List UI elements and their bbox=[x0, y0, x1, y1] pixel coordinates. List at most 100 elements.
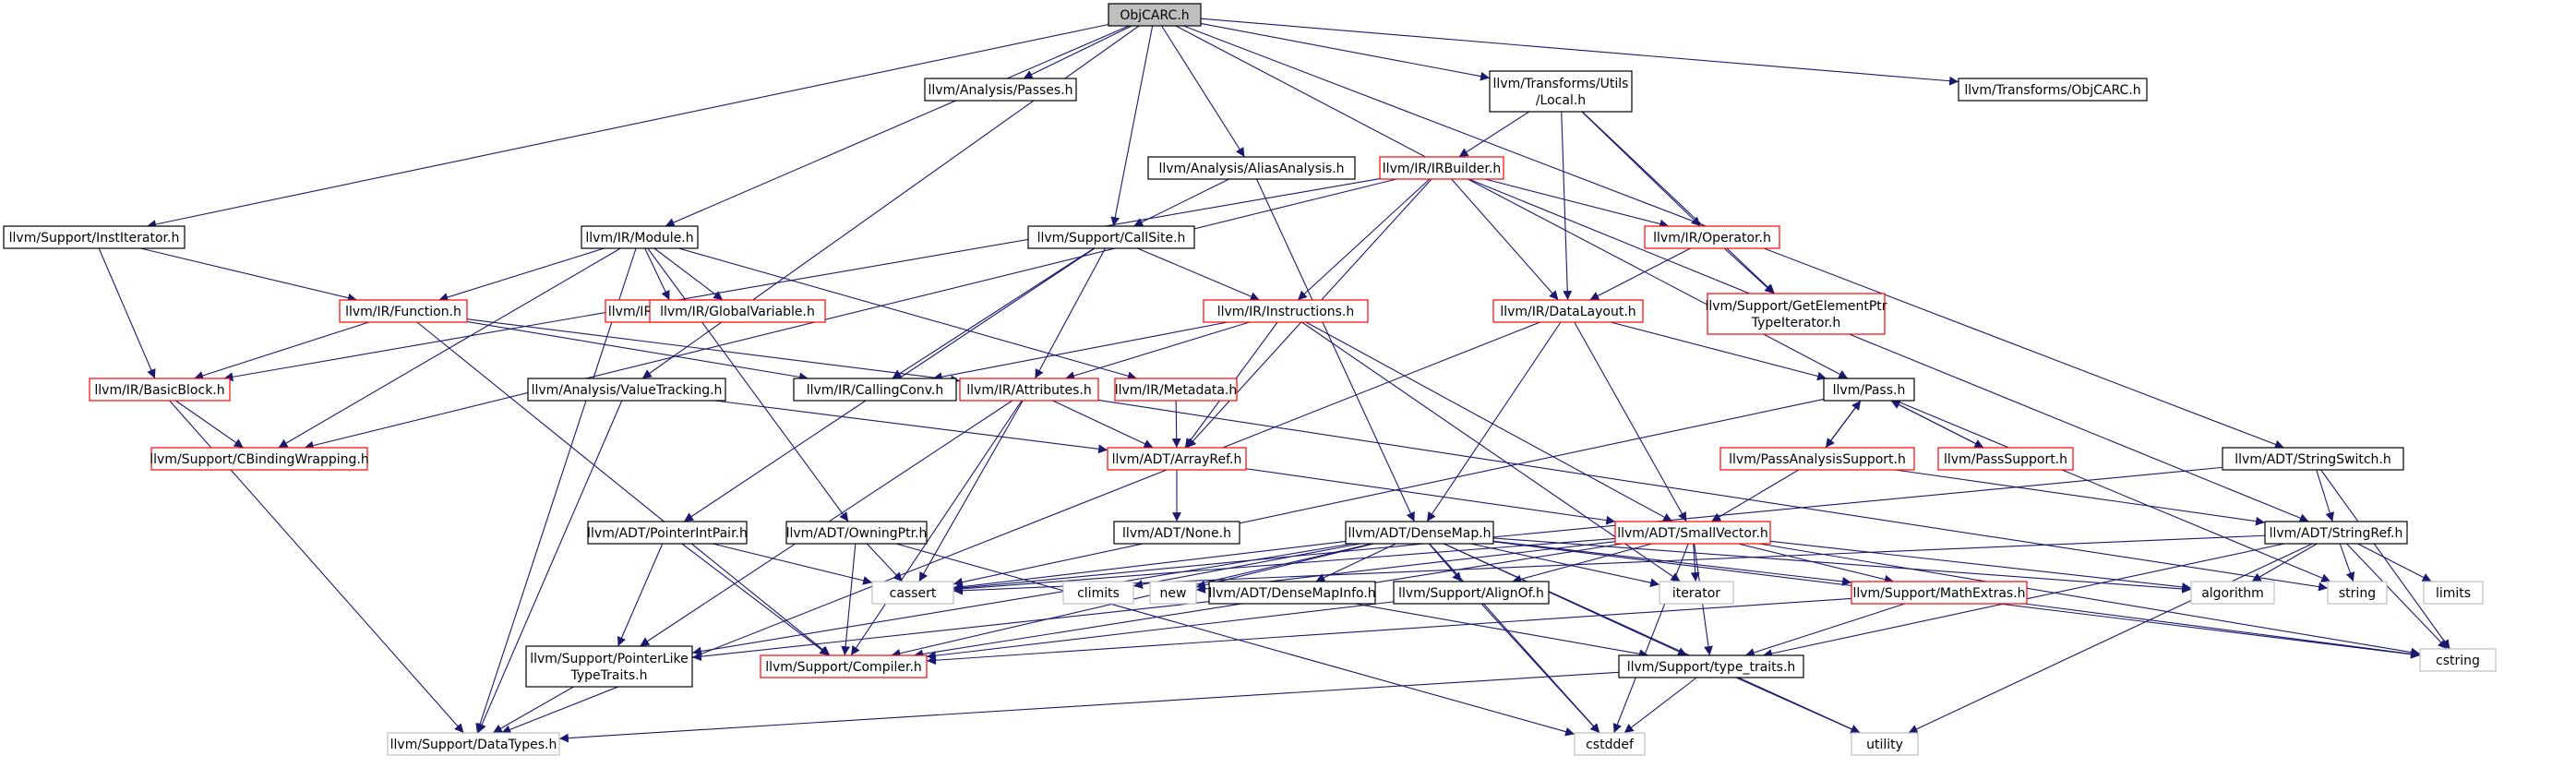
node-densemap[interactable]: llvm/ADT/DenseMap.h bbox=[1345, 521, 1494, 545]
node-string: string bbox=[2327, 581, 2388, 605]
node-compiler[interactable]: llvm/Support/Compiler.h bbox=[760, 654, 928, 678]
node-cstddef: cstddef bbox=[1574, 732, 1646, 756]
node-label: llvm/Support/PointerLike bbox=[530, 652, 689, 666]
node-attributes[interactable]: llvm/IR/Attributes.h bbox=[959, 378, 1099, 402]
node-label: llvm/ADT/SmallVector.h bbox=[1617, 526, 1768, 541]
node-label: llvm/PassSupport.h bbox=[1944, 452, 2067, 467]
node-gvar[interactable]: llvm/IR/GlobalVariable.h bbox=[649, 299, 826, 323]
node-none[interactable]: llvm/ADT/None.h bbox=[1113, 521, 1240, 545]
node-box bbox=[1062, 581, 1134, 605]
node-box bbox=[1823, 378, 1915, 402]
node-label: llvm/ADT/StringSwitch.h bbox=[2235, 452, 2390, 467]
edge-instructions-to-attributes bbox=[1065, 321, 1250, 380]
node-datalayout[interactable]: llvm/IR/DataLayout.h bbox=[1492, 299, 1644, 323]
edge-local-to-gepti bbox=[1581, 111, 1776, 294]
node-label: llvm/Support/CBindingWrapping.h bbox=[150, 452, 368, 467]
node-irbuilder[interactable]: llvm/IR/IRBuilder.h bbox=[1379, 156, 1504, 180]
node-callingconv[interactable]: llvm/IR/CallingConv.h bbox=[793, 378, 957, 402]
node-label: llvm/IR/CallingConv.h bbox=[807, 383, 944, 398]
node-label: llvm/IR/Attributes.h bbox=[966, 383, 1091, 398]
edge-irbuilder-to-bb bbox=[223, 178, 1381, 382]
edge-stringref-to-string bbox=[2339, 543, 2355, 582]
node-box bbox=[649, 299, 826, 323]
node-box bbox=[959, 378, 1099, 402]
node-passsupport[interactable]: llvm/PassSupport.h bbox=[1937, 447, 2074, 471]
node-dmi[interactable]: llvm/ADT/DenseMapInfo.h bbox=[1208, 581, 1376, 605]
edge-attributes-to-compiler bbox=[850, 400, 1023, 656]
node-box bbox=[525, 645, 693, 688]
edge-pip-to-pltt bbox=[617, 543, 664, 647]
node-aa[interactable]: llvm/Analysis/AliasAnalysis.h bbox=[1147, 156, 1356, 180]
node-stringswitch[interactable]: llvm/ADT/StringSwitch.h bbox=[2222, 447, 2404, 471]
edge-pass-to-cassert bbox=[953, 398, 1825, 587]
nodes-layer: ObjCARC.h llvm/Analysis/Passes.h llvm/Tran… bbox=[3, 3, 2497, 756]
edge-instructions-to-callingconv bbox=[932, 321, 1228, 382]
edge-local-to-datalayout bbox=[1561, 111, 1573, 301]
edge-smallvector-to-algorithm bbox=[1769, 540, 2192, 592]
node-box bbox=[1147, 156, 1356, 180]
node-box bbox=[2423, 581, 2484, 605]
edge-densemap-to-mathextras bbox=[1492, 540, 1852, 586]
node-passes[interactable]: llvm/Analysis/Passes.h bbox=[924, 78, 1077, 102]
node-label: llvm/ADT/StringRef.h bbox=[2270, 526, 2403, 541]
node-typetraits[interactable]: llvm/Support/type_traits.h bbox=[1618, 654, 1804, 678]
edge-stringswitch-to-cassert bbox=[953, 466, 2223, 593]
node-label: llvm/PassAnalysisSupport.h bbox=[1729, 452, 1906, 467]
edge-function-to-attributes bbox=[466, 318, 961, 385]
edge-operator-to-gepti bbox=[1723, 247, 1775, 294]
node-objcarc[interactable]: ObjCARC.h bbox=[1108, 3, 1202, 27]
node-box bbox=[1208, 581, 1376, 605]
edge-metadata-to-arrayref bbox=[1171, 400, 1181, 449]
node-label: utility bbox=[1866, 738, 1903, 752]
edge-callsite-to-callingconv bbox=[892, 247, 1095, 379]
edge-module-to-datatypes bbox=[475, 247, 637, 734]
node-box bbox=[1114, 378, 1238, 402]
node-tobjcarc[interactable]: llvm/Transforms/ObjCARC.h bbox=[1958, 78, 2148, 102]
node-label: llvm/IR/IRBuilder.h bbox=[1383, 162, 1501, 176]
edge-datalayout-to-pass bbox=[1610, 321, 1827, 381]
edge-pas-to-smallvector bbox=[1710, 469, 1800, 522]
node-owningptr[interactable]: llvm/ADT/OwningPtr.h bbox=[785, 521, 928, 545]
node-box bbox=[1203, 299, 1369, 323]
node-arrayref[interactable]: llvm/ADT/ArrayRef.h bbox=[1107, 447, 1247, 471]
node-stringref[interactable]: llvm/ADT/StringRef.h bbox=[2264, 521, 2408, 545]
node-alignof[interactable]: llvm/Support/AlignOf.h bbox=[1393, 581, 1550, 605]
node-valuetracking[interactable]: llvm/Analysis/ValueTracking.h bbox=[527, 378, 726, 402]
node-pas[interactable]: llvm/PassAnalysisSupport.h bbox=[1719, 447, 1915, 471]
node-pass[interactable]: llvm/Pass.h bbox=[1823, 378, 1915, 402]
node-metadata[interactable]: llvm/IR/Metadata.h bbox=[1114, 378, 1238, 402]
node-box bbox=[1618, 654, 1804, 678]
node-instructions[interactable]: llvm/IR/Instructions.h bbox=[1203, 299, 1369, 323]
node-box bbox=[1027, 225, 1195, 249]
node-smallvector[interactable]: llvm/ADT/SmallVector.h bbox=[1614, 521, 1771, 545]
edge-module-to-owningptr bbox=[647, 247, 849, 522]
node-box bbox=[1108, 3, 1202, 27]
edge-dmi-to-pltt bbox=[691, 601, 1210, 662]
node-label: llvm/Transforms/ObjCARC.h bbox=[1964, 83, 2140, 98]
edge-typetraits-to-datatypes bbox=[558, 671, 1620, 743]
node-label: limits bbox=[2436, 586, 2471, 601]
node-pip[interactable]: llvm/ADT/PointerIntPair.h bbox=[587, 521, 748, 545]
edge-densemap-to-iterator bbox=[1470, 543, 1660, 588]
edge-passsupport-to-pass bbox=[1890, 400, 1984, 449]
node-box bbox=[89, 378, 231, 402]
node-cbinding[interactable]: llvm/Support/CBindingWrapping.h bbox=[150, 447, 369, 471]
node-label: climits bbox=[1077, 586, 1120, 601]
node-module[interactable]: llvm/IR/Module.h bbox=[581, 225, 699, 249]
node-bb[interactable]: llvm/IR/BasicBlock.h bbox=[89, 378, 231, 402]
node-mathextras[interactable]: llvm/Support/MathExtras.h bbox=[1851, 581, 2028, 605]
node-local[interactable]: llvm/Transforms/Utils/Local.h bbox=[1489, 70, 1633, 113]
node-instit[interactable]: llvm/Support/InstIterator.h bbox=[3, 225, 186, 249]
node-function[interactable]: llvm/IR/Function.h bbox=[339, 299, 468, 323]
node-utility: utility bbox=[1851, 732, 1919, 756]
node-label: new bbox=[1160, 586, 1187, 601]
node-operator[interactable]: llvm/IR/Operator.h bbox=[1644, 225, 1780, 249]
node-label: TypeIterator.h bbox=[1751, 316, 1841, 330]
edge-objcarc-to-callsite bbox=[1110, 25, 1154, 227]
edge-local-to-operator bbox=[1581, 111, 1701, 227]
node-callsite[interactable]: llvm/Support/CallSite.h bbox=[1027, 225, 1195, 249]
edge-stringref-to-utility bbox=[1908, 543, 2313, 734]
edge-stringswitch-to-cstring bbox=[2320, 469, 2450, 650]
